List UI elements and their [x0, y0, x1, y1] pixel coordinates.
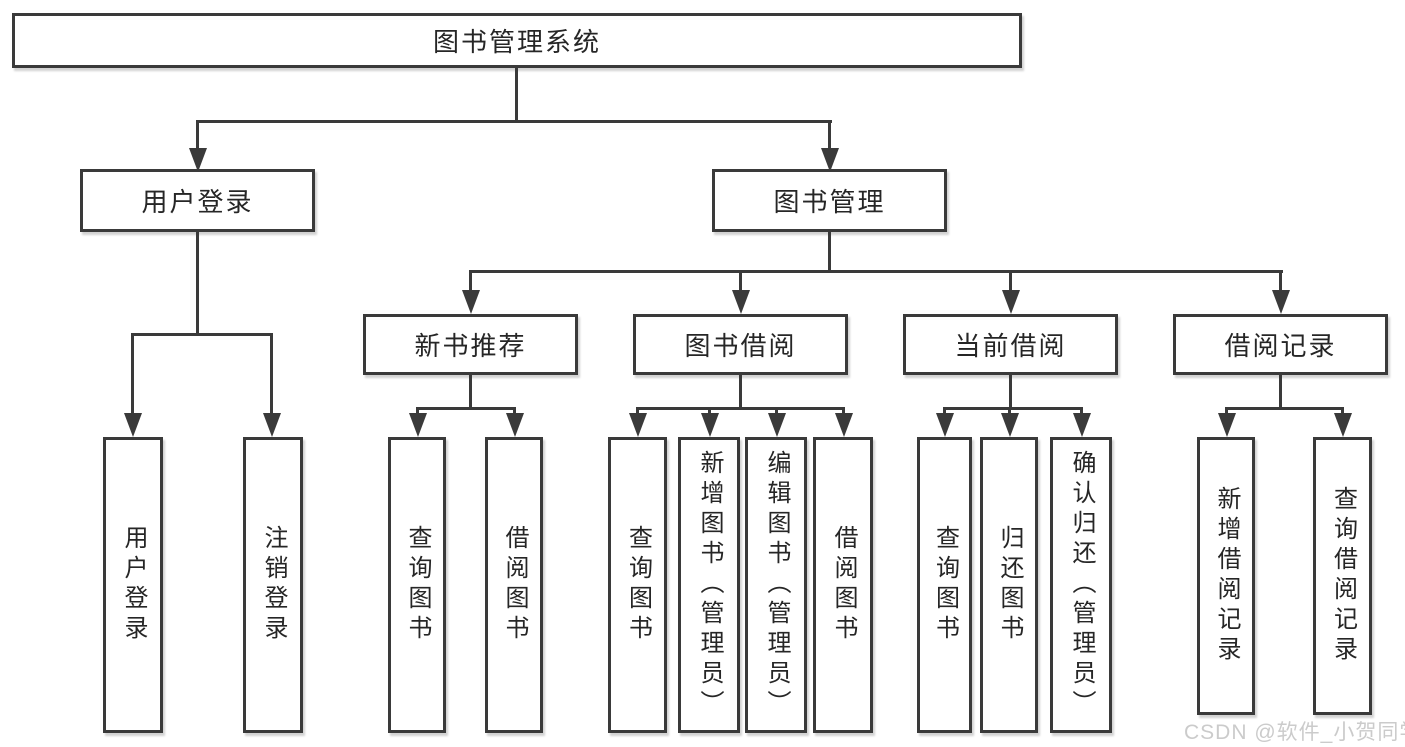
leaf-edit-book-admin: 编辑图书（管理员） [745, 437, 807, 733]
leaf-query-borrow-record-label: 查询借阅记录 [1329, 486, 1357, 666]
leaf-confirm-return-admin-label: 确认归还（管理员） [1068, 450, 1095, 720]
arrowhead-icon [1001, 413, 1019, 437]
connector-borrowing-c3 [775, 407, 778, 417]
connector-borrowing-stem [739, 375, 742, 407]
arrowhead-icon [629, 413, 647, 437]
leaf-borrow-books-borrowing: 借阅图书 [813, 437, 873, 733]
arrowhead-icon [701, 413, 719, 437]
leaf-return-books: 归还图书 [980, 437, 1038, 733]
connector-bookmgmt-c1 [469, 270, 472, 292]
connector-records-c1 [1225, 407, 1228, 417]
arrowhead-icon [263, 413, 281, 437]
connector-recommend-c1 [416, 407, 419, 417]
connector-records-bar [1225, 407, 1343, 410]
connector-recommend-c2 [513, 407, 516, 417]
connector-borrowing-c4 [842, 407, 845, 417]
arrowhead-icon [409, 413, 427, 437]
connector-root-right-stem [828, 120, 831, 152]
node-book-management-label: 图书管理 [773, 187, 886, 217]
arrowhead-icon [1002, 290, 1020, 314]
connector-current-bar [943, 407, 1082, 410]
connector-bookmgmt-stem [828, 232, 831, 270]
connector-current-c3 [1080, 407, 1083, 417]
leaf-add-borrow-record: 新增借阅记录 [1197, 437, 1255, 715]
leaf-query-books-recommend: 查询图书 [388, 437, 446, 733]
node-new-book-recommend-label: 新书推荐 [414, 331, 527, 361]
leaf-query-books-current-label: 查询图书 [931, 525, 959, 645]
arrowhead-icon [506, 413, 524, 437]
connector-current-c2 [1008, 407, 1011, 417]
node-root: 图书管理系统 [12, 13, 1022, 68]
node-borrowing-records: 借阅记录 [1173, 314, 1388, 375]
leaf-query-books-recommend-label: 查询图书 [404, 525, 431, 645]
connector-borrowing-c1 [636, 407, 639, 417]
connector-records-c2 [1341, 407, 1344, 417]
leaf-logout: 注销登录 [243, 437, 303, 733]
connector-borrowing-bar [636, 407, 845, 410]
leaf-query-books-current: 查询图书 [917, 437, 972, 733]
arrowhead-icon [1334, 413, 1352, 437]
connector-userlogin-c2 [270, 333, 273, 417]
arrowhead-icon [768, 413, 786, 437]
leaf-add-borrow-record-label: 新增借阅记录 [1213, 486, 1240, 666]
arrowhead-icon [1272, 290, 1290, 314]
arrowhead-icon [189, 148, 207, 172]
node-current-borrowing-label: 当前借阅 [954, 331, 1067, 361]
connector-borrowing-c2 [708, 407, 711, 417]
node-book-management: 图书管理 [712, 169, 947, 232]
connector-userlogin-c1 [131, 333, 134, 417]
node-root-label: 图书管理系统 [432, 27, 601, 57]
leaf-add-book-admin: 新增图书（管理员） [678, 437, 740, 733]
node-book-borrowing-label: 图书借阅 [684, 331, 797, 361]
watermark-text: CSDN @软件_小贺同学 [1184, 721, 1405, 744]
arrowhead-icon [936, 413, 954, 437]
connector-userlogin-bar [131, 333, 273, 336]
arrowhead-icon [835, 413, 853, 437]
connector-root-left-stem [196, 120, 199, 152]
leaf-query-books-borrowing-label: 查询图书 [624, 525, 652, 645]
leaf-borrow-books-recommend-label: 借阅图书 [501, 525, 528, 645]
leaf-user-login-label: 用户登录 [120, 525, 147, 645]
arrowhead-icon [821, 148, 839, 172]
arrowhead-icon [462, 290, 480, 314]
connector-current-stem [1009, 375, 1012, 407]
connector-root-stem [515, 68, 518, 120]
connector-root-bar [196, 120, 832, 123]
node-user-login: 用户登录 [80, 169, 315, 232]
connector-bookmgmt-c4 [1279, 270, 1282, 292]
leaf-query-borrow-record: 查询借阅记录 [1313, 437, 1372, 715]
node-current-borrowing: 当前借阅 [903, 314, 1118, 375]
connector-recommend-bar [416, 407, 516, 410]
connector-current-c1 [943, 407, 946, 417]
arrowhead-icon [732, 290, 750, 314]
connector-recommend-stem [469, 375, 472, 407]
connector-userlogin-stem [196, 232, 199, 333]
connector-bookmgmt-c3 [1009, 270, 1012, 292]
leaf-edit-book-admin-label: 编辑图书（管理员） [763, 450, 790, 720]
node-book-borrowing: 图书借阅 [633, 314, 848, 375]
node-new-book-recommend: 新书推荐 [363, 314, 578, 375]
leaf-borrow-books-borrowing-label: 借阅图书 [830, 525, 857, 645]
leaf-confirm-return-admin: 确认归还（管理员） [1050, 437, 1112, 733]
leaf-query-books-borrowing: 查询图书 [608, 437, 667, 733]
connector-bookmgmt-bar [469, 270, 1283, 273]
leaf-user-login: 用户登录 [103, 437, 163, 733]
connector-bookmgmt-c2 [739, 270, 742, 292]
arrowhead-icon [1218, 413, 1236, 437]
leaf-return-books-label: 归还图书 [996, 525, 1023, 645]
arrowhead-icon [124, 413, 142, 437]
node-user-login-label: 用户登录 [141, 187, 254, 217]
node-borrowing-records-label: 借阅记录 [1224, 331, 1337, 361]
connector-records-stem [1279, 375, 1282, 407]
leaf-add-book-admin-label: 新增图书（管理员） [696, 450, 723, 720]
leaf-borrow-books-recommend: 借阅图书 [485, 437, 543, 733]
leaf-logout-label: 注销登录 [260, 525, 287, 645]
arrowhead-icon [1073, 413, 1091, 437]
